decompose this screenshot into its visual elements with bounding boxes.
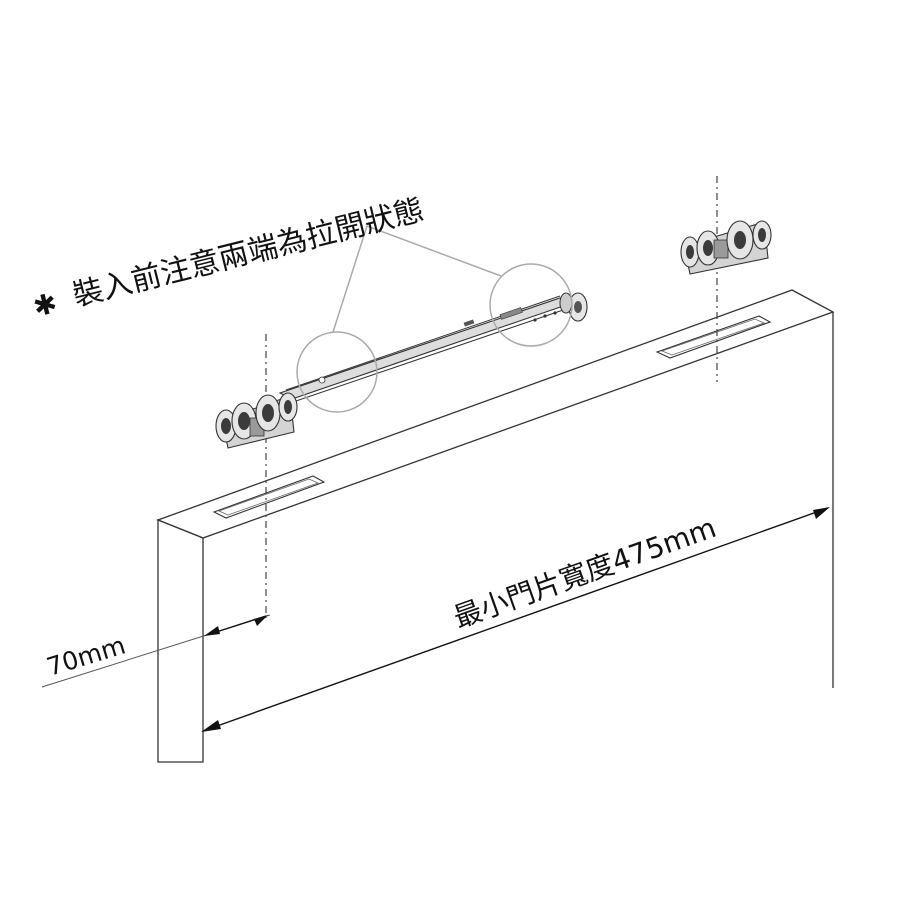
door-slot-right	[655, 315, 772, 359]
install-note-text: 裝入前注意兩端為拉開狀態	[69, 193, 427, 314]
sliding-rail	[278, 292, 588, 402]
offset-dimension-label: 70mm	[43, 630, 128, 681]
dimension-min-width: 最小門片寬度475mm	[201, 507, 830, 732]
callout-circle-right	[489, 263, 573, 347]
asterisk-icon: ✱	[30, 286, 61, 324]
door-edge-face	[157, 519, 204, 763]
roller-assembly-right	[680, 220, 772, 275]
door-panel	[156, 289, 835, 763]
roller-assembly-left	[215, 392, 298, 449]
door-slot-left	[212, 475, 326, 519]
install-note: ✱ 裝入前注意兩端為拉開狀態	[30, 193, 428, 324]
dimension-70mm: 70mm	[41, 614, 271, 688]
min-width-label: 最小門片寬度475mm	[449, 511, 720, 635]
callout-circle-left	[296, 331, 378, 413]
callout	[296, 225, 573, 413]
